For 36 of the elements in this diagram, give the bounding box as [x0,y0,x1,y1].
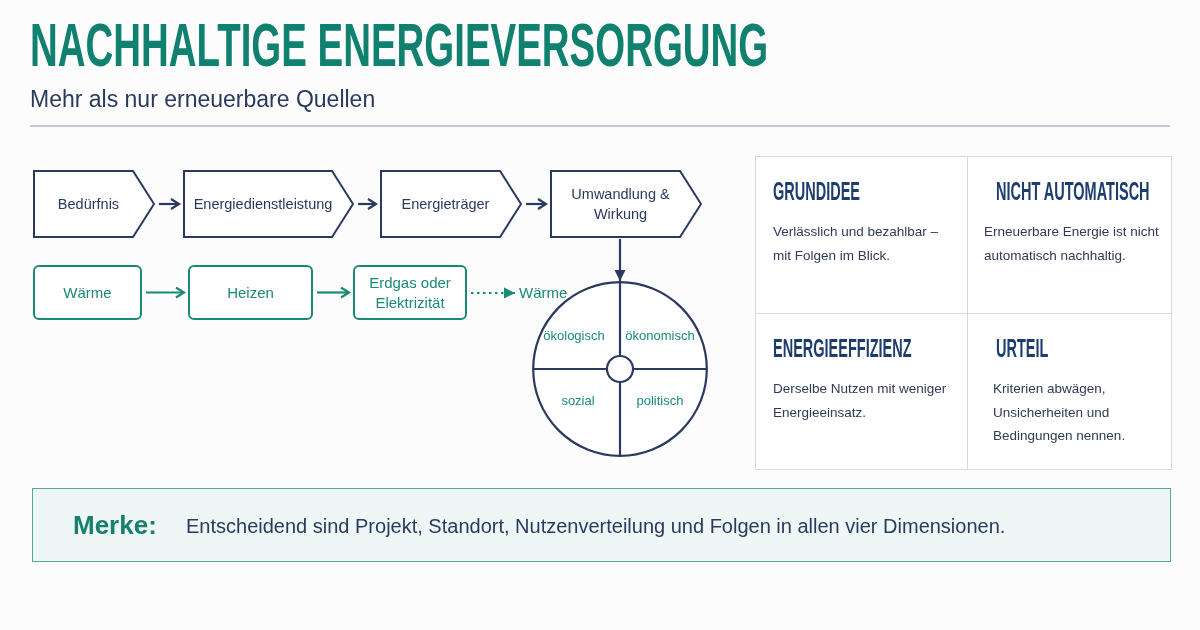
process-step: Umwandlung & Wirkung [550,170,702,238]
arrow [526,197,548,211]
note-box [32,488,1171,562]
dimension-label: ökologisch [543,328,605,344]
card-text: Erneuerbare Energie ist nicht automatisch nachhaltig. [984,223,1160,265]
arrow [614,239,626,281]
dotted-arrow [471,287,515,299]
note-heading: Merke: [73,510,157,540]
card-heading: NICHT AUTOMATISCH [996,178,1150,204]
dimension-label: ökonomisch [625,328,695,344]
card-text: Verlässlich und bezahlbar – mit Folgen im Blick. [773,223,940,265]
note-text: Entscheidend sind Projekt, Standort, Nutzenverteilung und Folgen in allen vier Dimensionen. [186,514,1006,539]
card-heading: ENERGIEEFFIZIENZ [773,335,912,361]
process-step: Energieträger [380,170,522,238]
process-step: Bedürfnis [33,170,155,238]
arrow [358,197,378,211]
info-card [755,313,968,470]
example-box: Heizen [188,265,313,320]
dimension-label: politisch [636,393,684,409]
process-step: Energiedienstleistung [183,170,354,238]
card-heading: GRUNDIDEE [773,178,860,204]
card-text: Kriterien abwägen, Unsicherheiten und Bedingungen nennen. [993,380,1127,445]
arrow [146,286,186,299]
arrow [159,197,181,211]
page-title: NACHHALTIGE ENERGIEVERSORGUNG [30,14,769,76]
info-card [967,156,1172,314]
result-label: Wärme [519,284,568,302]
info-card [755,156,968,314]
example-box: Erdgas oder Elektrizität [353,265,467,320]
subtitle: Mehr als nur erneuerbare Quellen [30,88,376,111]
example-box: Wärme [33,265,142,320]
dimension-label: sozial [561,393,595,409]
info-card [967,313,1172,470]
card-text: Derselbe Nutzen mit weniger Energieeinsatz. [773,380,948,422]
arrow [317,286,351,299]
card-heading: URTEIL [996,335,1049,361]
